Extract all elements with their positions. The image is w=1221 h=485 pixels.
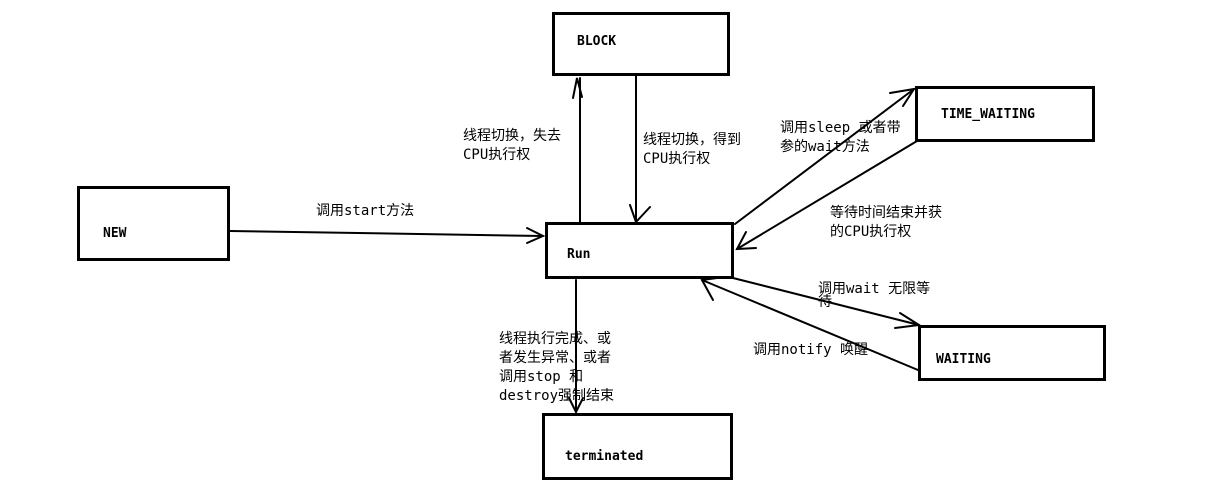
label-time-waiting-to-run: 等待时间结束并获 的CPU执行权 [830, 204, 942, 242]
edge-waiting-to-run [701, 279, 919, 371]
state-time-waiting-label: TIME_WAITING [941, 107, 1035, 122]
label-block-to-run-line-1: 线程切换，得到 [643, 132, 741, 148]
edge-run-to-waiting [732, 277, 920, 326]
label-waiting-to-run: 调用notify 唤醒 [753, 342, 869, 358]
state-new: NEW [77, 186, 230, 261]
edge-run-to-time-waiting [734, 88, 915, 225]
label-run-to-time-waiting: 调用sleep 或者带 参的wait方法 [780, 119, 901, 157]
state-run-label: Run [567, 247, 591, 262]
state-block-label: BLOCK [577, 34, 617, 49]
arrowhead-new-to-run [526, 227, 546, 244]
state-terminated-label: terminated [565, 449, 644, 464]
state-block: BLOCK [552, 12, 730, 76]
label-run-to-waiting: 调用wait 无限等 待 [818, 280, 930, 312]
state-waiting-label: WAITING [936, 352, 991, 367]
label-run-to-terminated-line-3: 调用stop 和 [499, 369, 584, 385]
label-new-to-run: 调用start方法 [316, 203, 415, 219]
label-block-to-run: 线程切换，得到 CPU执行权 [643, 131, 741, 169]
edge-new-to-run [229, 230, 544, 237]
arrowhead-run-to-terminated [568, 397, 584, 415]
label-time-waiting-to-run-line-1: 等待时间结束并获 [830, 205, 942, 221]
label-run-to-time-waiting-line-2: 参的wait方法 [780, 139, 870, 155]
label-run-to-block-line-2: CPU执行权 [463, 147, 531, 163]
arrowhead-time-waiting-to-run [735, 231, 757, 251]
label-time-waiting-to-run-line-2: 的CPU执行权 [830, 224, 912, 240]
label-run-to-terminated-line-1: 线程执行完成、或 [499, 331, 611, 347]
label-run-to-time-waiting-line-1: 调用sleep 或者带 [780, 120, 901, 136]
label-run-to-terminated: 线程执行完成、或 者发生异常、或者 调用stop 和 destroy强制结束 [499, 330, 614, 406]
label-run-to-block-line-1: 线程切换，失去 [463, 128, 561, 144]
label-run-to-block: 线程切换，失去 CPU执行权 [463, 127, 561, 165]
state-terminated: terminated [542, 413, 733, 480]
state-time-waiting: TIME_WAITING [915, 86, 1095, 142]
label-run-to-waiting-line-1: 调用wait 无限等 [818, 281, 931, 297]
state-run: Run [545, 222, 734, 279]
label-block-to-run-line-2: CPU执行权 [643, 151, 711, 167]
arrowhead-block-to-run [629, 204, 651, 224]
state-new-label: NEW [103, 226, 127, 241]
arrowhead-run-to-block [572, 77, 583, 99]
label-run-to-terminated-line-4: destroy强制结束 [499, 388, 615, 404]
label-run-to-terminated-line-2: 者发生异常、或者 [499, 350, 611, 366]
edge-time-waiting-to-run [736, 140, 918, 250]
state-waiting: WAITING [918, 325, 1106, 381]
arrowhead-run-to-time-waiting [889, 87, 917, 107]
label-run-to-waiting-line-2: 待 [818, 294, 832, 310]
